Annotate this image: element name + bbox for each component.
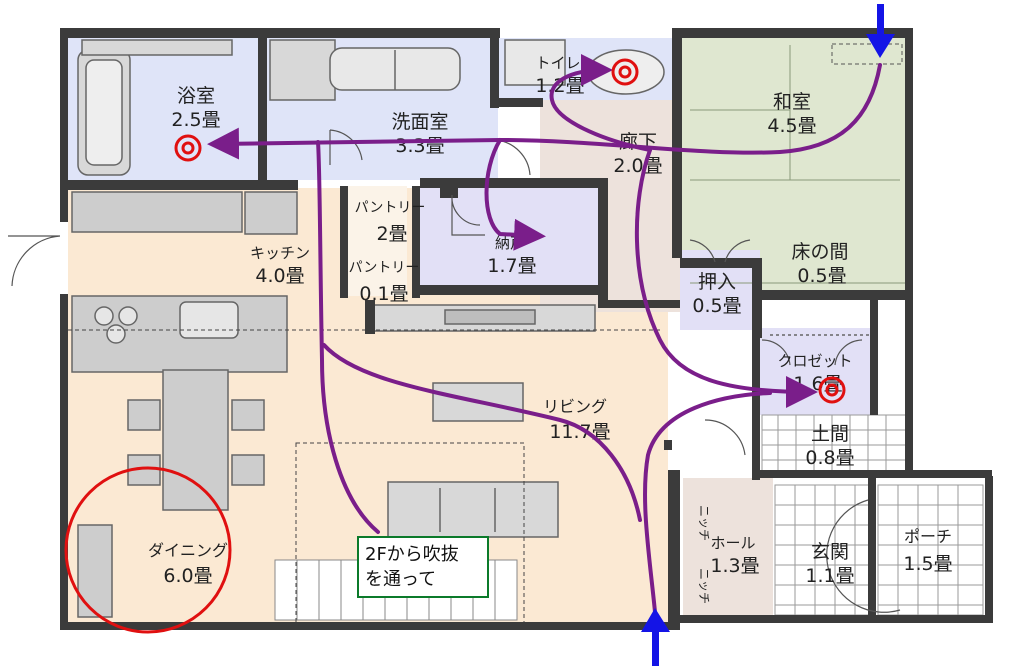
outlet-vents [174,58,846,404]
annotation-note: 2Fから吹抜 を通って [357,536,489,598]
dining-highlight-circle [64,466,232,634]
airflow-path-living [322,343,642,522]
room-storage-size: 1.7畳 [487,255,536,277]
room-hall-name: ホール [710,534,755,552]
room-labels: 浴室 2.5畳 洗面室 3.3畳 トイレ 1.2畳 廊下 2.0畳 和室 4.5… [148,54,953,604]
room-pantry2-name: パントリー [349,260,420,276]
room-kitchen-size: 4.0畳 [255,265,304,287]
room-genkan-size: 1.1畳 [805,565,854,587]
inlet-arrow-icon [641,608,670,666]
airflow-path-entry-up [643,391,772,614]
outlet-vent-icon [174,134,202,162]
airflow-paths [207,54,882,614]
room-genkan-name: 玄関 [811,541,849,563]
room-kitchen-name: キッチン [250,244,310,262]
room-dining-size: 6.0畳 [163,565,212,587]
doors [8,129,901,613]
niche-label-2: ニッチ [697,568,711,604]
room-pantry1-size: 2畳 [376,223,407,245]
room-washroom-size: 3.3畳 [395,135,444,157]
inlet-arrows [641,4,895,666]
room-hallway-size: 2.0畳 [613,155,662,177]
room-tokonoma-size: 0.5畳 [797,265,846,287]
inlet-arrow-icon [866,4,895,58]
room-toilet-name: トイレ [535,54,580,72]
airflow-path-hallway-down [634,148,818,408]
airflow-path-stair-up [316,140,380,534]
room-pantry2-size: 0.1畳 [359,283,408,305]
room-oshiire-size: 0.5畳 [692,295,741,317]
airflow-path-to-toilet [549,54,652,152]
airflow-path-washitsu-to-bath [207,63,882,160]
outlet-vent-icon [818,376,846,404]
room-doma-name: 土間 [811,423,849,445]
room-porch-size: 1.5畳 [903,553,952,575]
outlet-vent-icon [611,58,639,86]
room-bath-name: 浴室 [177,85,215,107]
tile-grids [761,414,984,616]
room-tokonoma-name: 床の間 [791,241,848,263]
room-doma-size: 0.8畳 [805,447,854,469]
room-washitsu-size: 4.5畳 [767,115,816,137]
room-oshiire-name: 押入 [698,271,736,293]
airflow-path-to-storage [484,138,546,251]
room-hall-size: 1.3畳 [710,555,759,577]
room-living-size: 11.7畳 [549,421,610,443]
room-pantry1-name: パントリー [355,200,426,216]
annotation-line-1: 2Fから吹抜 [365,544,459,565]
niche-label-1: ニッチ [697,505,711,541]
tatami-lines [690,43,905,284]
fixtures [71,39,870,621]
room-dining-name: ダイニング [148,541,228,560]
room-toilet-size: 1.2畳 [535,75,584,97]
room-porch-name: ポーチ [904,527,952,546]
room-washroom-name: 洗面室 [391,111,448,133]
annotation-line-2: を通って [365,569,437,590]
walls [60,28,993,630]
room-bath-size: 2.5畳 [171,109,220,131]
room-washitsu-name: 和室 [773,91,811,113]
room-living-name: リビング [543,397,607,416]
room-closet-name: クロゼット [777,352,852,370]
